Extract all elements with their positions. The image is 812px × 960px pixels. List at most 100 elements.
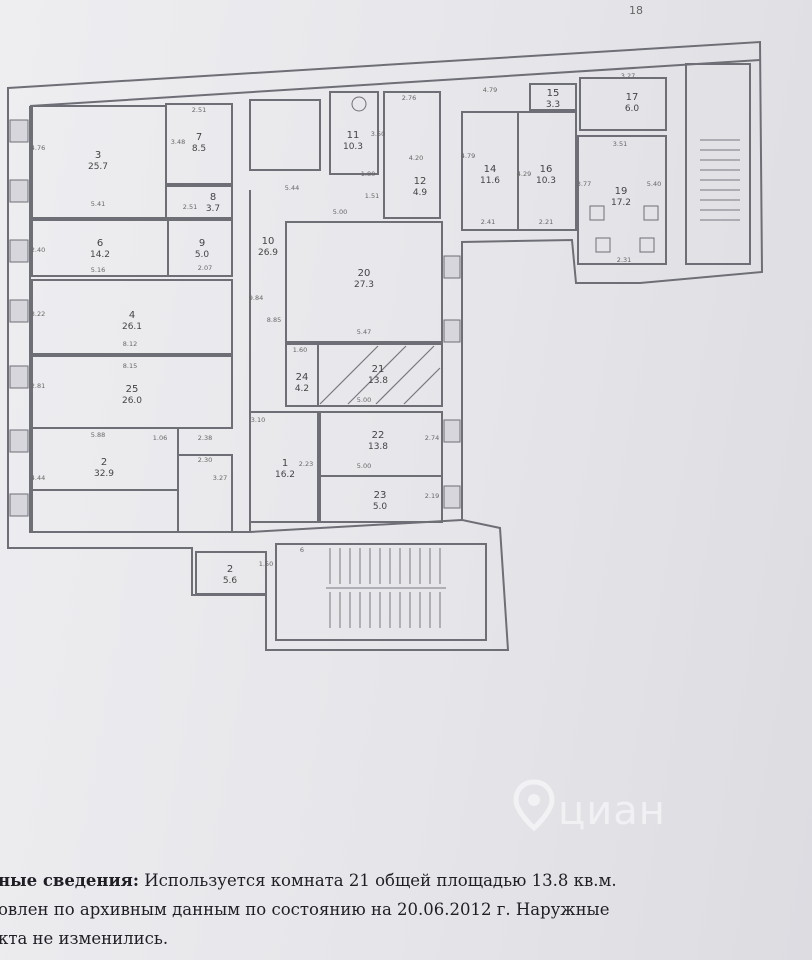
room-area: 26.1 [122,322,142,332]
room-area: 10.3 [536,176,556,186]
dimension-label: 5.41 [91,200,105,208]
dimension-label: 3.27 [213,474,227,482]
wall-room-2-small [195,551,267,595]
dimension-label: 5.47 [357,328,371,336]
dimension-label: 1.60 [293,346,307,354]
room-number: 3 [95,150,101,161]
room-area: 5.0 [373,502,388,512]
wall-room-8 [165,185,233,219]
room-area: 26.0 [122,396,142,406]
room-area: 17.2 [611,198,631,208]
wall-room-19 [577,135,667,265]
dimension-label: 3.10 [251,416,265,424]
room-area: 16.2 [275,470,295,480]
dimension-label: 2.31 [617,256,631,264]
room-area: 13.8 [368,376,388,386]
wall-room-20 [285,221,443,343]
dimension-label: 5.00 [357,396,371,404]
wall-stair-bottom [275,543,487,641]
dimension-label: 4.79 [483,86,497,94]
footer-heading: ные сведения: [0,871,139,890]
dimension-label: 2.51 [192,106,206,114]
room-area: 5.0 [195,250,210,260]
dimension-label: 8.12 [123,340,137,348]
room-area: 8.5 [192,144,206,154]
room-number: 6 [97,238,103,249]
room-number: 9 [199,238,205,249]
dimension-label: 9.84 [249,294,263,302]
room-area: 6.0 [625,104,640,114]
dimension-label: 2.23 [299,460,313,468]
dimension-label: 8.85 [267,316,281,324]
footer-line-2: овлен по архивным данным по состоянию на… [0,900,610,919]
room-number: 15 [547,88,560,99]
room-number: 4 [129,310,135,321]
wall-room-24 [285,343,319,407]
wall-room-9 [167,219,233,277]
wall-room-17 [579,77,667,131]
dimension-label: 3.27 [621,72,635,80]
room-number: 2 [227,564,233,575]
room-number: 19 [615,186,628,197]
dimension-label: 5.00 [333,208,347,216]
room-number: 16 [540,164,553,175]
room-area: 32.9 [94,469,114,479]
dimension-label: 2.41 [481,218,495,226]
dimension-labels: 2.513.485.414.762.405.163.228.122.818.15… [31,72,661,568]
dimension-label: 4.29 [517,170,531,178]
outer-wall [7,40,764,651]
room-number: 14 [484,164,497,175]
dimension-label: 4.79 [461,152,475,160]
room-area: 25.7 [88,162,108,172]
room-number: 12 [414,176,427,187]
dimension-label: 1.06 [153,434,167,442]
dimension-label: 8.15 [123,362,137,370]
location-pin-icon [513,779,555,832]
room-labels: 325.778.583.7614.295.0426.12526.0232.910… [88,88,639,586]
room-number: 2 [101,457,107,468]
wall-room-2b [31,489,179,533]
dimension-label: 3.51 [613,140,627,148]
dimension-label: 3.22 [31,310,45,318]
dimension-label: 5.44 [285,184,299,192]
watermark: циан [512,778,732,848]
wall-room-23 [319,475,443,523]
dimension-label: 4.44 [31,474,45,482]
wall-room-4 [31,279,233,355]
dimension-label: 5.88 [91,431,105,439]
footer-notes: ные сведения: Используется комната 21 об… [0,866,812,953]
room-area: 13.8 [368,442,388,452]
page-number: 18 [629,4,643,17]
wall-stair-right [685,63,751,265]
dimension-label: 1.50 [259,560,273,568]
dimension-label: 2.21 [539,218,553,226]
room-area: 11.6 [480,176,500,186]
dimension-label: 2.76 [402,94,416,102]
dimension-label: 5.16 [91,266,105,274]
dimension-label: 5.00 [357,462,371,470]
dimension-label: 2.51 [183,203,197,211]
dimension-label: 3.77 [577,180,591,188]
dimension-label: 2.30 [198,456,212,464]
dimension-label: 2.81 [31,382,45,390]
dimension-label: 6 [300,546,304,554]
dimension-label: 2.38 [198,434,212,442]
room-area: 10.3 [343,142,363,152]
room-number: 20 [358,268,371,279]
room-area: 5.6 [223,576,238,586]
wall-room-7 [165,103,233,185]
dimension-label: 2.19 [425,492,439,500]
watermark-text: циан [558,788,666,834]
room-area: 3.7 [206,204,220,214]
wall-top-room [249,99,321,171]
room-area: 27.3 [354,280,374,290]
room-number: 24 [296,372,309,383]
wall-room-15 [529,83,577,111]
room-area: 26.9 [258,248,278,258]
footer-line-1-text: Используется комната 21 общей площадью 1… [138,871,617,890]
room-area: 4.2 [295,384,309,394]
room-number: 1 [282,458,288,469]
footer-line-3: кта не изменились. [0,929,169,948]
room-number: 10 [262,236,275,247]
